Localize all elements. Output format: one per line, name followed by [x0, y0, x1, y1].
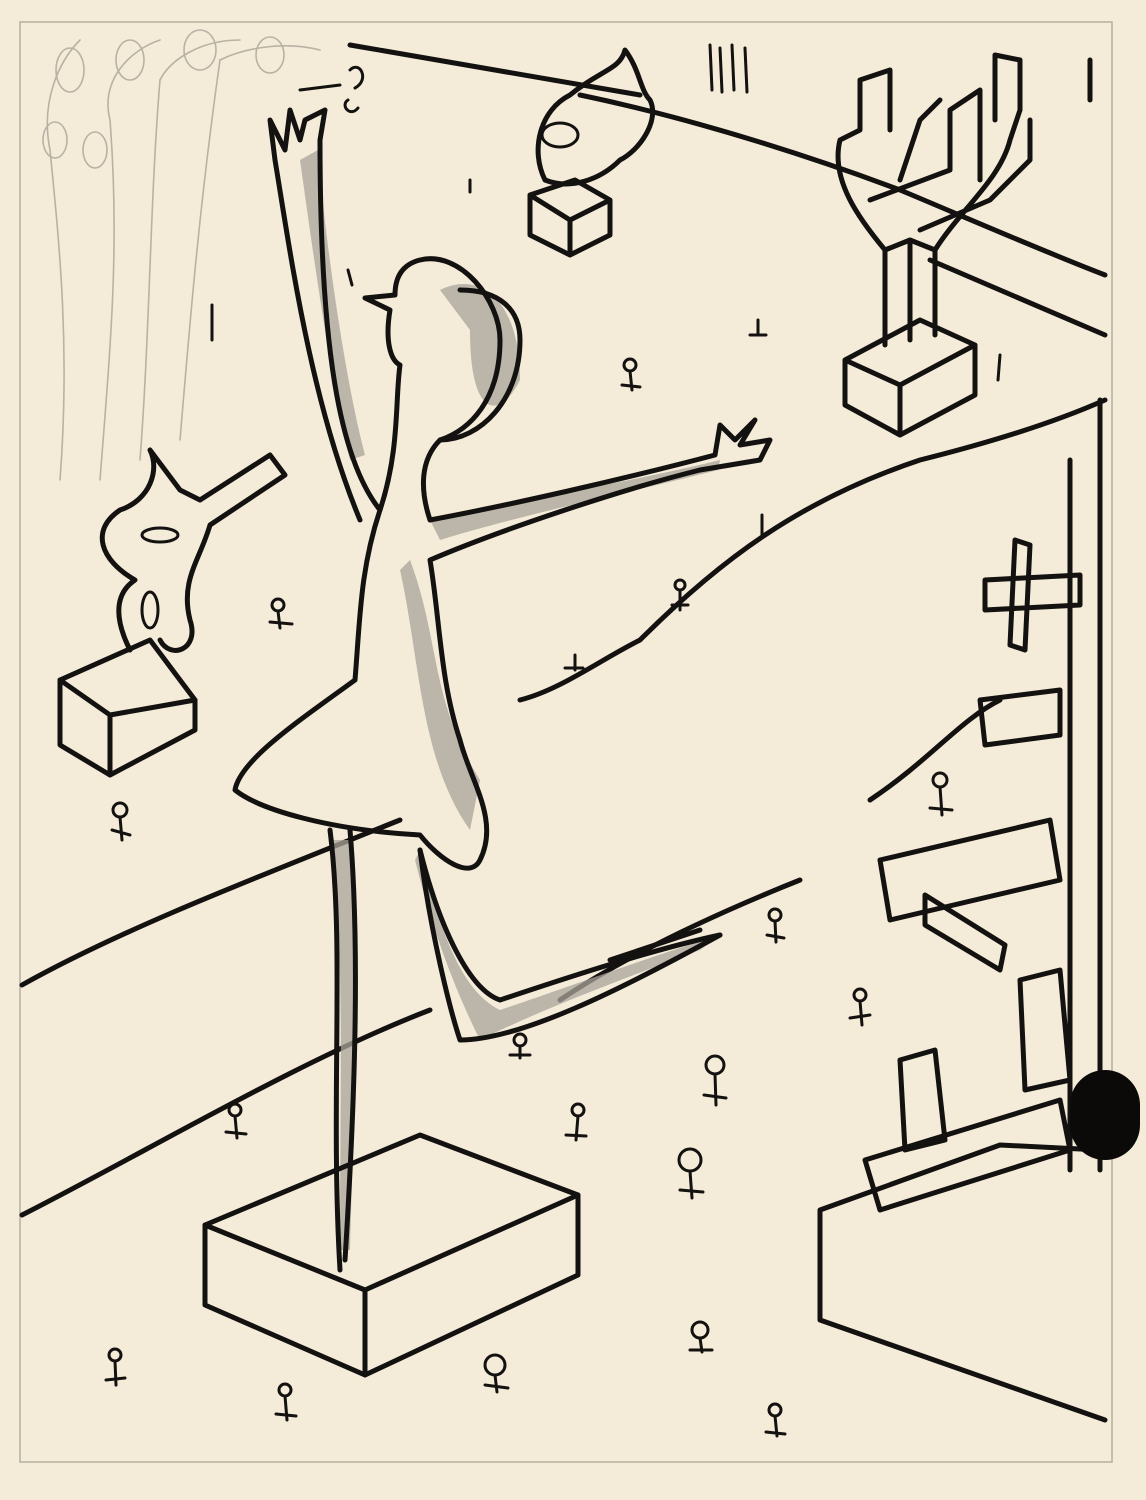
dancer-pedestal — [202, 1132, 581, 1378]
pencil-trees — [42, 29, 321, 481]
small-flowers — [104, 178, 1002, 1438]
branch-sculpture — [835, 52, 1033, 438]
ink-blot — [1070, 1070, 1140, 1160]
dancer-sculpture — [232, 65, 773, 1273]
left-mask-sculpture — [57, 447, 288, 778]
right-block-sculpture — [817, 397, 1108, 1423]
top-mask-sculpture — [527, 47, 656, 258]
pencil-border — [19, 21, 1113, 1463]
